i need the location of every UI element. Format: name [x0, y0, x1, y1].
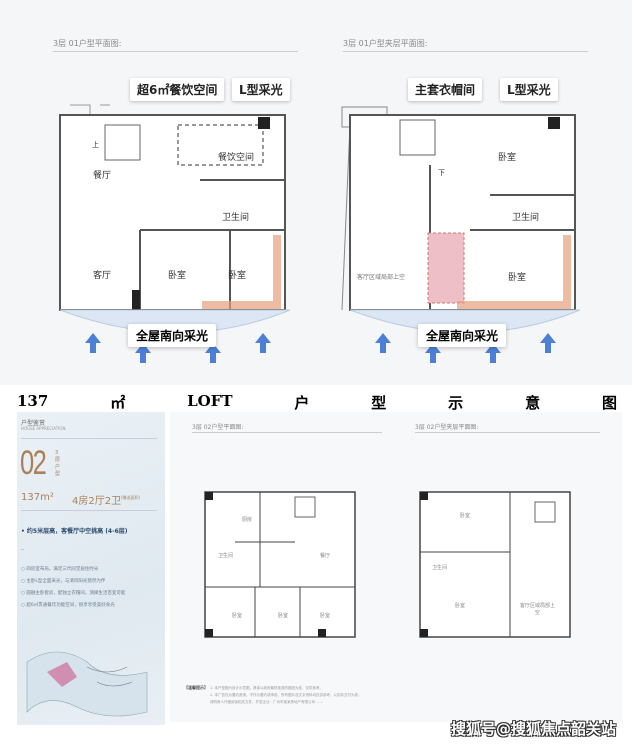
unit-layout: 4房2厅2卫 [72, 496, 122, 507]
stair-up-mark: 上 [92, 141, 99, 149]
room-label: 卧室 [460, 513, 471, 519]
room-label: 厨房 [242, 517, 253, 523]
room-label: 餐厅 [320, 553, 331, 559]
caption-word: ㎡ [110, 394, 126, 412]
plan-title: 3层 01户型夹层平面图: [343, 39, 428, 48]
callout-l-light: L型采光 [500, 78, 558, 101]
room-label: 卫生间 [218, 553, 234, 559]
unit-area: 137m² [21, 492, 54, 503]
room-label: 卧室 [455, 603, 466, 609]
unit-note: (赠送面积) [121, 495, 141, 500]
caption-word: 示 [448, 394, 464, 412]
room-label: 卫生间 [222, 213, 250, 223]
floorplans-02: 3层 02户型平面图: 3层 02户型夹层平面图: 厨房 卫生间 餐厅 卧室 卧… [170, 412, 622, 722]
panel-heading-en: HOUSE APPRECIATION [21, 426, 66, 431]
room-label: 客厅 [93, 271, 112, 281]
footnote-line: 1. 本户型图为设计示意图，具体以政府最终批准的图纸为准，仅供参考。 [210, 686, 323, 690]
floorplan-02-mezzanine [419, 491, 571, 638]
plan-title: 3层 01户型平面图: [53, 39, 122, 48]
footnote: 1. 本户型图为设计示意图，具体以政府最终批准的图纸为准，仅供参考。 2. 本广… [210, 685, 361, 706]
plan-title: 3层 02户型夹层平面图: [415, 424, 479, 431]
divider [21, 438, 157, 439]
watermark: 搜狐号@搜狐焦点韶关站 [450, 720, 616, 738]
floorplan-01 [59, 104, 291, 363]
footnote-line: 请购房人仔细阅读相关文件，开发企业：广州市某某房地产有限公司 …… [210, 700, 324, 704]
feature-item: ○ 超6㎡贯通餐饮功能空间，很享享受美好食光 [21, 603, 115, 608]
divider [415, 432, 600, 433]
caption-word: 意 [525, 394, 541, 412]
room-label: 餐饮空间 [218, 153, 255, 163]
divider [21, 510, 157, 511]
footnote-label: 【温馨提示】 [184, 685, 208, 690]
feature-list: ○ 四房室布局，满足三代同堂居住时光 ○ 主卧L型全面采光，与清风阳光悠然为伴 … [21, 564, 125, 612]
unit-floor: 3层户型 [55, 450, 61, 477]
highlight-text: • 约5米层高，客餐厅中空挑高 (4-6层) [21, 528, 128, 535]
room-label: 卧室 [498, 153, 517, 163]
room-label: 卫生间 [432, 565, 448, 571]
room-label: 餐厅 [93, 171, 112, 181]
house-appreciation-panel: 户型鉴赏 HOUSE APPRECIATION 02 3层户型 137m² 4房… [17, 412, 165, 725]
caption-word: 户 [294, 394, 310, 412]
room-label: 卧室 [320, 613, 331, 619]
room-label: 卧室 [508, 273, 527, 283]
room-label: 卧室 [168, 271, 187, 281]
divider [53, 51, 298, 52]
feature-item: ○ 四房室布局，满足三代同堂居住时光 [21, 567, 99, 572]
floorplan-01-mezzanine [341, 106, 581, 363]
unit-number: 02 [20, 444, 47, 482]
caption-word: 图 [601, 394, 617, 412]
top-floorplans: 3层 01户型平面图: 超6㎡餐饮空间 L型采光 餐饮空间 餐厅 卫生间 客厅 … [53, 39, 588, 363]
panel-heading: 户型鉴赏 [21, 420, 46, 427]
feature-item: ○ 主卧L型全面采光，与清风阳光悠然为伴 [21, 579, 106, 584]
room-label: 客厅区域局部上空 [520, 603, 556, 616]
callout-l-light: L型采光 [232, 78, 290, 101]
room-label: 卧室 [278, 613, 289, 619]
room-label: 卧室 [232, 613, 243, 619]
caption: 137 ㎡ LOFT 户 型 示 意 图 [17, 392, 617, 413]
feature-item: ○ 圆融主卧套房，配独立衣帽间，演绎生活百变可能 [21, 591, 126, 596]
room-label: 卧室 [228, 271, 247, 281]
divider [343, 51, 588, 52]
footnote-line: 2. 本广告仅为要约邀请，不作为要约或承诺，所有图片及文字资料均仅供参考，以实际… [210, 693, 362, 697]
south-light-badge: 全屋南向采光 [418, 324, 507, 347]
room-label: 卫生间 [512, 213, 540, 223]
divider [192, 432, 382, 433]
callout-dining: 超6㎡餐饮空间 [130, 78, 225, 101]
plan-title: 3层 02户型平面图: [192, 424, 244, 431]
site-map [26, 651, 148, 717]
room-label: 客厅区域局部上空 [356, 274, 405, 281]
stair-down-mark: 下 [438, 169, 445, 177]
south-light-badge: 全屋南向采光 [128, 324, 217, 347]
caption-word: LOFT [187, 392, 233, 410]
caption-word: 型 [371, 394, 387, 412]
floorplan-02 [204, 491, 356, 638]
callout-walkin-closet: 主套衣帽间 [408, 78, 483, 101]
caption-word: 137 [17, 392, 49, 410]
dash: – [21, 546, 24, 553]
